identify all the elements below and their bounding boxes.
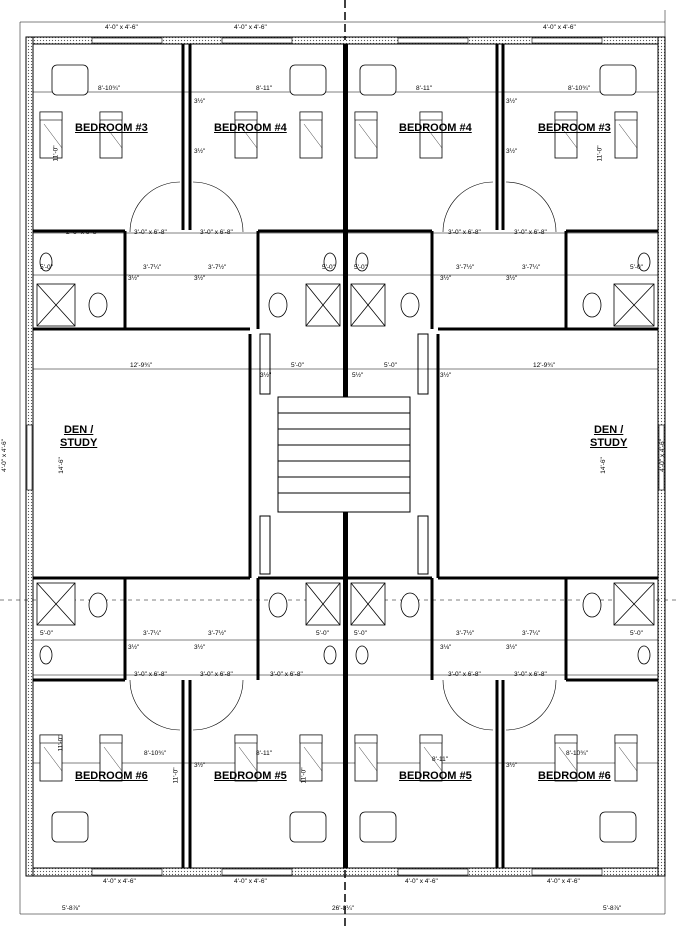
dim-bed-depth-bot-2: 11'-0" — [300, 767, 308, 784]
dim-wall-9: 3½" — [128, 644, 140, 651]
interior-walls — [33, 44, 658, 868]
dim-wall-11: 3⅛" — [440, 644, 452, 651]
dim-vanity-1: 5'-0" — [40, 264, 53, 271]
dim-bed-depth-bot-1: 11'-0" — [172, 767, 180, 784]
dim-window-left: 4'-0" x 4'-6" — [0, 439, 8, 472]
dim-vanity-3: 5'-0" — [354, 264, 367, 271]
dim-window-top-2: 4'-0" x 4'-6" — [234, 24, 267, 31]
dim-stair-width-left: 5'-0" — [291, 362, 304, 369]
dim-vanity-6: 5'-0" — [316, 630, 329, 637]
dim-window-bottom-3: 4'-0" x 4'-6" — [405, 878, 438, 885]
dim-bath-2: 3'-7½" — [208, 264, 227, 271]
furniture — [39, 64, 638, 843]
dim-wall-stair-mid: 5½" — [352, 372, 364, 379]
dim-vanity-7: 5'-0" — [354, 630, 367, 637]
dim-bath-4: 3'-7¼" — [522, 264, 541, 271]
dim-bath-1: 3'-7¼" — [143, 264, 162, 271]
dim-width-bottom-3: 8'-11" — [432, 756, 449, 763]
dim-bath-3: 3'-7½" — [456, 264, 475, 271]
dim-width-top-1: 8'-10¾" — [98, 85, 120, 92]
dim-window-right: 4'-0" x 4'-6" — [658, 439, 666, 472]
room-label-bedroom-4-right: BEDROOM #4 — [399, 122, 472, 134]
dim-door-5: 2'-6" x 6'-8" — [66, 229, 99, 236]
room-label-den-left: DEN / STUDY — [60, 424, 97, 450]
dim-wall-stair-left: 3½" — [260, 372, 272, 379]
dim-wall-stair-right: 3½" — [440, 372, 452, 379]
dim-vanity-2: 5'-0" — [322, 264, 335, 271]
dim-vanity-8: 5'-0" — [630, 630, 643, 637]
dim-width-bottom-2: 8'-11" — [256, 750, 273, 757]
room-label-bedroom-6-right: BEDROOM #6 — [538, 770, 611, 782]
dim-window-top-1: 4'-0" x 4'-6" — [105, 24, 138, 31]
dim-wall-14: 3½" — [506, 762, 518, 769]
dim-wall-8: 3½" — [506, 275, 518, 282]
dim-bed-depth-top-left: 11'-0" — [52, 145, 60, 162]
dim-wall-5: 3½" — [128, 275, 140, 282]
dim-bath-7: 3'-7½" — [456, 630, 475, 637]
den-line-1: DEN / — [593, 424, 624, 436]
room-label-bedroom-6-left: BEDROOM #6 — [75, 770, 148, 782]
room-label-bedroom-3-left: BEDROOM #3 — [75, 122, 148, 134]
bath-fixtures — [36, 252, 655, 665]
dim-overall-left: 5'-8⅞" — [62, 905, 81, 912]
dim-bed-depth-top-right: 11'-0" — [596, 145, 604, 162]
den-line-2: STUDY — [60, 437, 98, 449]
dim-stair-width-right: 5'-0" — [384, 362, 397, 369]
dim-overall-center: 26'-8¼" — [332, 905, 354, 912]
dim-width-top-4: 8'-10¾" — [568, 85, 590, 92]
room-label-bedroom-4-left: BEDROOM #4 — [214, 122, 287, 134]
dim-den-depth-right: 14'-6" — [599, 457, 607, 474]
dim-door-8: 3'-0" x 6'-8" — [448, 671, 481, 678]
room-label-bedroom-5-left: BEDROOM #5 — [214, 770, 287, 782]
dim-bath-8: 3'-7¼" — [522, 630, 541, 637]
windows — [26, 37, 665, 876]
dim-overall-right: 5'-8⅞" — [603, 905, 622, 912]
dim-window-top-3: 4'-0" x 4'-6" — [543, 24, 576, 31]
dim-wall-2: 3½" — [506, 98, 518, 105]
dimension-lines — [19, 10, 666, 915]
dim-den-width-left: 12'-9¾" — [130, 362, 152, 369]
dim-door-10: 3'-0" x 6'-8" — [270, 671, 303, 678]
dim-vanity-4: 5'-0" — [630, 264, 643, 271]
dim-door-7: 3'-0" x 6'-8" — [200, 671, 233, 678]
dim-den-depth-left: 14'-6" — [57, 457, 65, 474]
dim-wall-13: 3½" — [194, 762, 206, 769]
dim-wall-12: 3½" — [506, 644, 518, 651]
dim-door-9: 3'-0" x 6'-8" — [514, 671, 547, 678]
dim-bath-6: 3'-7½" — [208, 630, 227, 637]
dim-wall-4: 3½" — [506, 148, 518, 155]
room-label-bedroom-3-right: BEDROOM #3 — [538, 122, 611, 134]
door-swings — [129, 181, 557, 731]
dim-width-top-3: 8'-11" — [416, 85, 433, 92]
dim-door-2: 3'-0" x 6'-8" — [200, 229, 233, 236]
dim-width-bottom-1: 8'-10¾" — [144, 750, 166, 757]
stairs — [259, 333, 429, 575]
dim-wall-6: 3½" — [194, 275, 206, 282]
dim-bath-5: 3'-7¼" — [143, 630, 162, 637]
den-line-1: DEN / — [63, 424, 94, 436]
dim-den-width-right: 12'-9¾" — [533, 362, 555, 369]
dim-wall-1: 3½" — [194, 98, 206, 105]
dim-wall-10: 3½" — [194, 644, 206, 651]
dim-wall-7: 3½" — [440, 275, 452, 282]
dim-door-3: 3'-0" x 6'-8" — [448, 229, 481, 236]
dim-window-bottom-2: 4'-0" x 4'-6" — [234, 878, 267, 885]
dim-bed-depth-bot-3: 11'-0" — [57, 735, 65, 752]
dim-door-6: 3'-0" x 6'-8" — [134, 671, 167, 678]
dim-width-bottom-4: 8'-10¾" — [566, 750, 588, 757]
dim-wall-3: 3½" — [194, 148, 206, 155]
dim-window-bottom-1: 4'-0" x 4'-6" — [103, 878, 136, 885]
dim-door-4: 3'-0" x 6'-8" — [514, 229, 547, 236]
dim-window-bottom-4: 4'-0" x 4'-6" — [547, 878, 580, 885]
room-label-bedroom-5-right: BEDROOM #5 — [399, 770, 472, 782]
room-label-den-right: DEN / STUDY — [590, 424, 627, 450]
dim-vanity-5: 5'-0" — [40, 630, 53, 637]
dim-door-1: 3'-0" x 6'-8" — [134, 229, 167, 236]
dim-width-top-2: 8'-11" — [256, 85, 273, 92]
den-line-2: STUDY — [590, 437, 628, 449]
